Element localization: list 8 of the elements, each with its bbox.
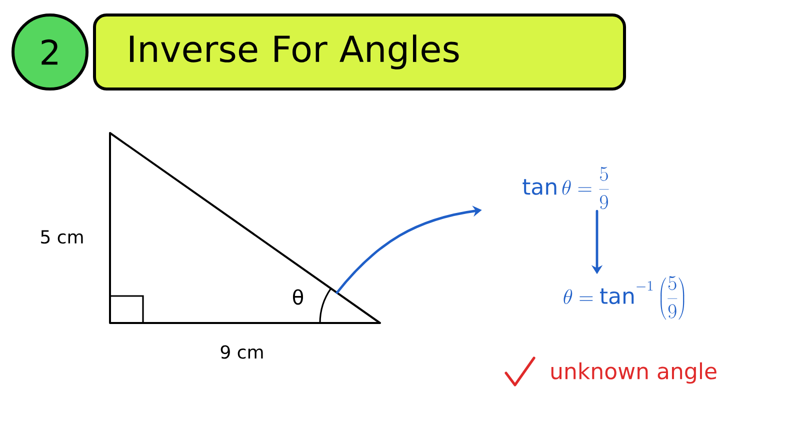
side-length: 5 cm	[41, 230, 83, 244]
number-badge: 2	[12, 14, 88, 90]
side-length: 9 cm	[220, 345, 263, 359]
formula: $\tan \theta = \frac{5}{9}$	[522, 166, 609, 210]
title-banner: Inverse For Angles	[93, 14, 626, 90]
angle-label: θ	[292, 289, 304, 305]
note-text: unknown angle	[551, 362, 716, 384]
formula: $\theta = \tan^{-1}\left(\frac{5}{9}\right)$	[564, 276, 684, 320]
